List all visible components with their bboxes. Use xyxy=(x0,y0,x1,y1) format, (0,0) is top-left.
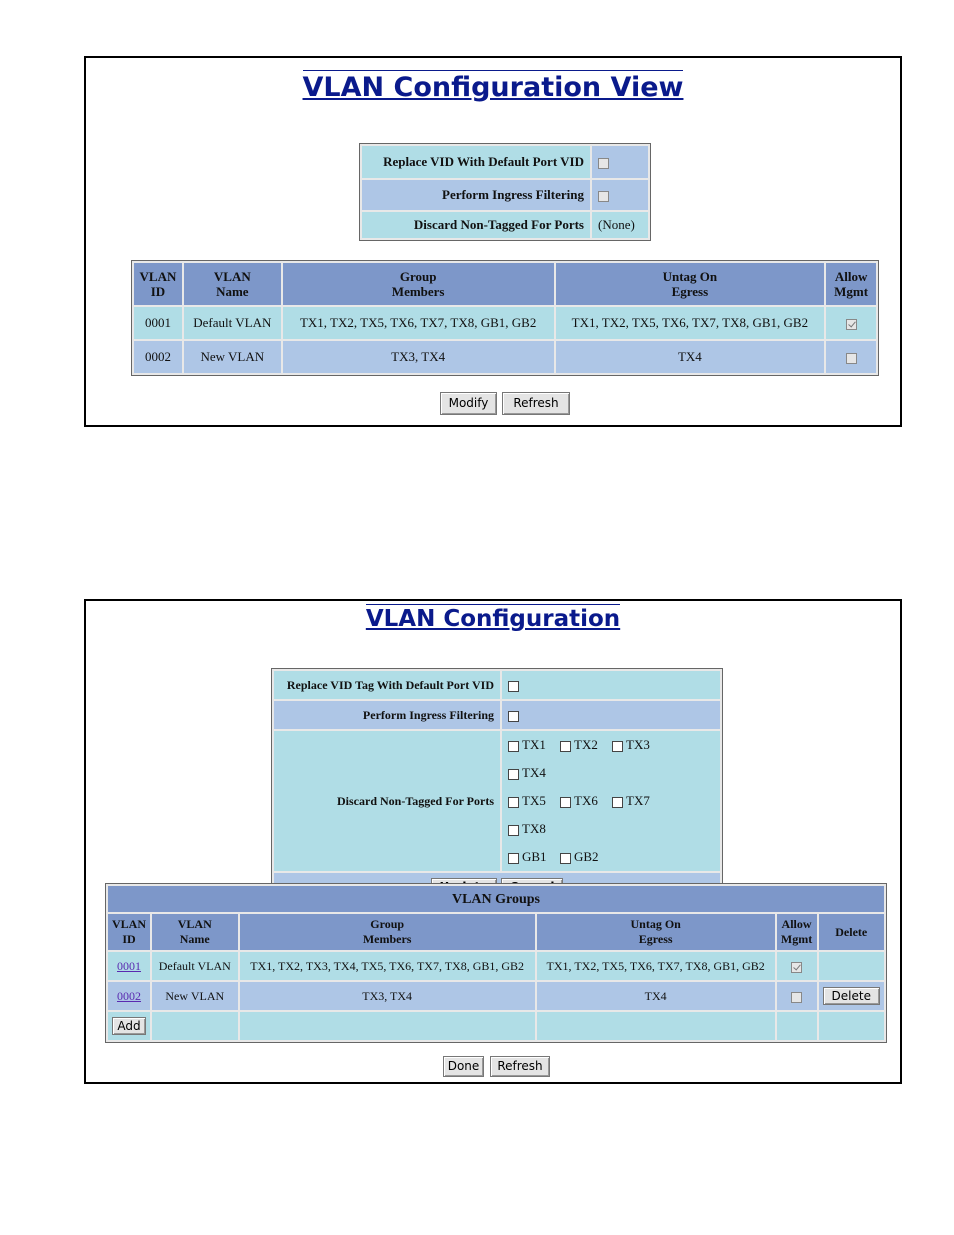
port-tx2-checkbox[interactable] xyxy=(560,740,571,752)
port-tx1-checkbox[interactable] xyxy=(508,740,519,752)
untag-egress: TX4 xyxy=(536,982,775,1010)
port-tx4-checkbox[interactable] xyxy=(508,768,519,780)
port-gb1-checkbox[interactable] xyxy=(508,852,519,864)
discard-non-tagged-label: Discard Non-Tagged For Ports xyxy=(362,212,590,238)
vlan-config-options-table: Replace VID Tag With Default Port VID Pe… xyxy=(271,668,723,904)
add-button[interactable]: Add xyxy=(112,1017,146,1035)
table-row: 0001 Default VLAN TX1, TX2, TX3, TX4, TX… xyxy=(108,952,884,980)
vlan-id-link[interactable]: 0001 xyxy=(117,959,141,973)
table-row: 0001 Default VLAN TX1, TX2, TX5, TX6, TX… xyxy=(134,307,876,339)
port-gb2-checkbox[interactable] xyxy=(560,852,571,864)
port-tx6-checkbox[interactable] xyxy=(560,796,571,808)
group-members: TX1, TX2, TX3, TX4, TX5, TX6, TX7, TX8, … xyxy=(239,952,535,980)
table-row: Add xyxy=(108,1012,884,1040)
port-tx8-checkbox[interactable] xyxy=(508,824,519,836)
vlan-id: 0001 xyxy=(134,307,182,339)
delete-button[interactable]: Delete xyxy=(822,987,880,1005)
refresh-button[interactable]: Refresh xyxy=(490,1056,550,1077)
ingress-filtering-checkbox[interactable] xyxy=(508,710,519,722)
vlan-name: Default VLAN xyxy=(152,952,238,980)
port-tx3-checkbox[interactable] xyxy=(612,740,623,752)
group-members: TX3, TX4 xyxy=(282,341,554,373)
replace-vid-tag-label: Replace VID Tag With Default Port VID xyxy=(274,671,500,699)
vlan-options-table: Replace VID With Default Port VID Perfor… xyxy=(359,143,651,241)
allow-mgmt-checkbox[interactable] xyxy=(845,352,857,364)
vlan-config-view-panel: VLAN Configuration View Replace VID With… xyxy=(84,56,902,427)
group-members: TX3, TX4 xyxy=(239,982,535,1010)
allow-mgmt-checkbox[interactable] xyxy=(845,318,857,330)
page-title: VLAN Configuration View xyxy=(302,70,684,103)
untag-egress: TX4 xyxy=(555,341,825,373)
port-tx7-checkbox[interactable] xyxy=(612,796,623,808)
refresh-button[interactable]: Refresh xyxy=(502,392,570,415)
page-title: VLAN Configuration xyxy=(365,604,621,632)
vlan-id-link[interactable]: 0002 xyxy=(117,989,141,1003)
vlan-name: Default VLAN xyxy=(183,307,281,339)
discard-non-tagged-value: (None) xyxy=(592,212,648,238)
done-button[interactable]: Done xyxy=(443,1056,484,1077)
vlan-name: New VLAN xyxy=(152,982,238,1010)
vlan-config-panel: VLAN Configuration Replace VID Tag With … xyxy=(84,599,902,1084)
port-tx5-checkbox[interactable] xyxy=(508,796,519,808)
allow-mgmt-checkbox[interactable] xyxy=(791,991,803,1003)
replace-vid-tag-checkbox[interactable] xyxy=(508,680,519,692)
table-row: 0002 New VLAN TX3, TX4 TX4 xyxy=(134,341,876,373)
ingress-filtering-label: Perform Ingress Filtering xyxy=(274,701,500,729)
vlan-name: New VLAN xyxy=(183,341,281,373)
discard-non-tagged-label: Discard Non-Tagged For Ports xyxy=(274,731,500,871)
group-members: TX1, TX2, TX5, TX6, TX7, TX8, GB1, GB2 xyxy=(282,307,554,339)
replace-vid-checkbox[interactable] xyxy=(598,157,609,169)
untag-egress: TX1, TX2, TX5, TX6, TX7, TX8, GB1, GB2 xyxy=(536,952,775,980)
modify-button[interactable]: Modify xyxy=(440,392,497,415)
table-row: 0002 New VLAN TX3, TX4 TX4 Delete xyxy=(108,982,884,1010)
ingress-filtering-checkbox[interactable] xyxy=(598,190,609,202)
vlan-groups-title: VLAN Groups xyxy=(108,886,884,912)
untag-egress: TX1, TX2, TX5, TX6, TX7, TX8, GB1, GB2 xyxy=(555,307,825,339)
vlan-id: 0002 xyxy=(134,341,182,373)
header-delete: Delete xyxy=(818,914,884,950)
ingress-filtering-label: Perform Ingress Filtering xyxy=(362,180,590,210)
allow-mgmt-checkbox[interactable] xyxy=(791,961,803,973)
replace-vid-label: Replace VID With Default Port VID xyxy=(362,146,590,178)
